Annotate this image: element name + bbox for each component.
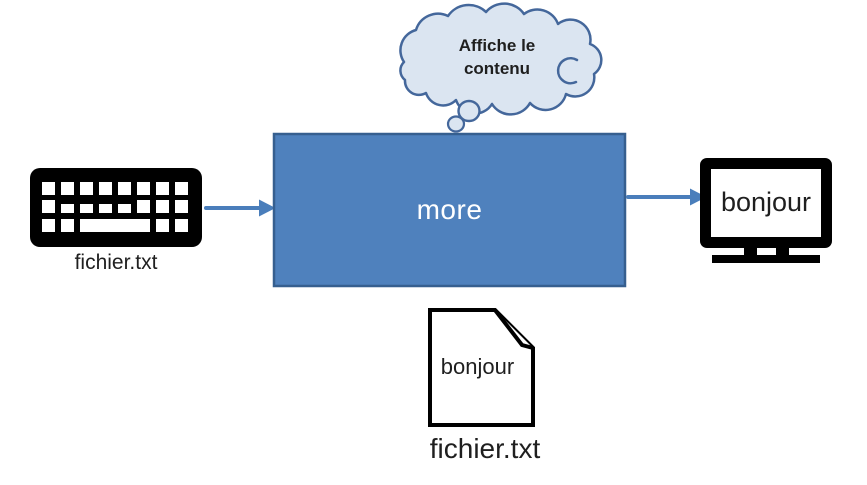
file-icon (428, 308, 535, 427)
thought-bubble-small (446, 115, 466, 133)
monitor-icon (700, 158, 832, 263)
file-name-label: fichier.txt (429, 433, 541, 464)
process-box (272, 132, 627, 288)
keyboard-icon (30, 168, 202, 247)
file-content-text: bonjour (440, 354, 515, 379)
input-arrow (204, 199, 276, 217)
file-fold-corner (493, 308, 534, 350)
monitor-screen-text: bonjour (720, 187, 812, 218)
thought-cloud-text: Affiche le contenu (458, 36, 536, 78)
thought-bubble-large (457, 99, 481, 123)
thought-cloud-icon (399, 2, 603, 133)
process-box-label: more (416, 193, 483, 225)
input-file-label: fichier.txt (74, 251, 158, 274)
cloud-curl (556, 57, 579, 85)
output-arrow (626, 188, 707, 206)
